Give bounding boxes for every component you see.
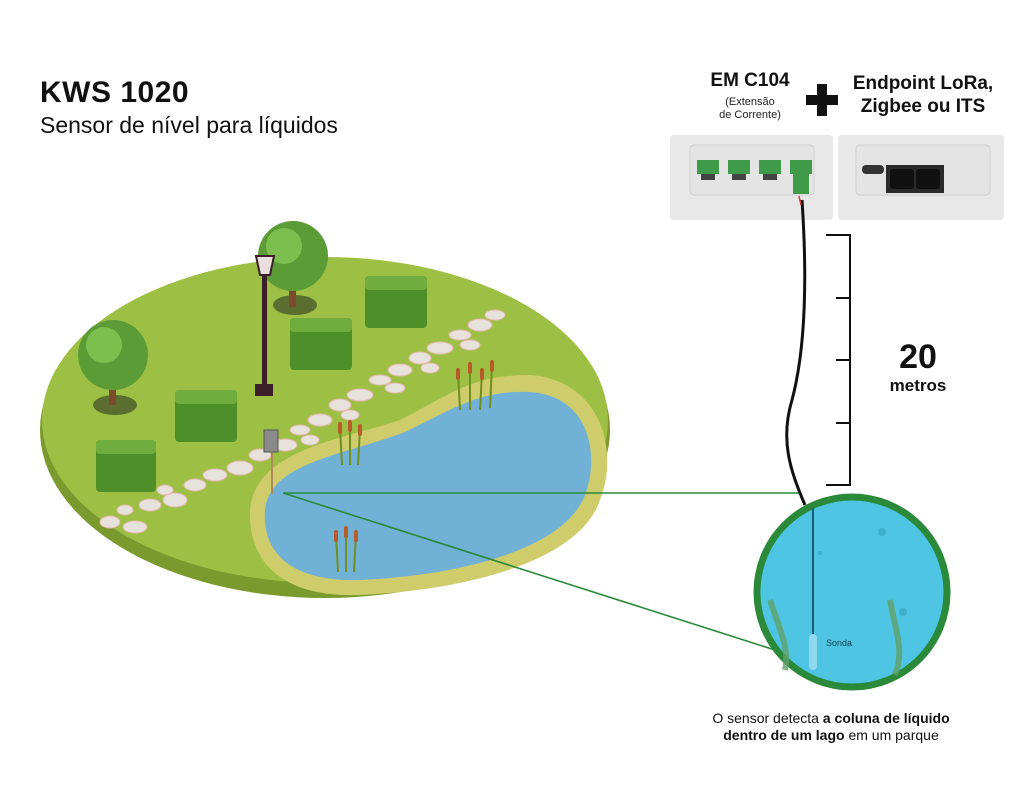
- extension-subtitle-line1: (Extensão: [725, 96, 775, 108]
- endpoint-device: [838, 135, 1004, 220]
- lamp-post: [254, 255, 276, 396]
- product-description: Sensor de nível para líquidos: [40, 112, 338, 138]
- measurement-value: 20: [899, 338, 937, 376]
- measure-bracket: [826, 234, 851, 486]
- caption-part1: O sensor detecta: [712, 710, 823, 726]
- endpoint-name-line2: Zigbee ou ITS: [860, 96, 986, 117]
- em-c104-device: [670, 135, 833, 220]
- caption-bold2: dentro de um lago: [723, 727, 845, 743]
- extension-device-name: EM C104: [710, 70, 790, 91]
- zoom-circle: [753, 493, 951, 691]
- endpoint-name-line1: Endpoint LoRa,: [852, 73, 994, 94]
- caption-part2: em um parque: [844, 727, 939, 743]
- product-title: KWS 1020: [40, 76, 190, 109]
- tree-center: [258, 221, 328, 315]
- cattail-heads: [334, 360, 494, 542]
- sensor-device: [263, 429, 279, 494]
- hedges: [96, 276, 427, 492]
- zoom-line-bottom: [282, 492, 776, 651]
- tree-left: [78, 320, 148, 415]
- caption: O sensor detecta a coluna de líquido den…: [676, 710, 986, 744]
- plus-icon: [806, 84, 838, 116]
- measurement-unit: metros: [889, 376, 947, 395]
- extension-subtitle-line2: de Corrente): [719, 109, 781, 121]
- endpoint-device-name: Endpoint LoRa, Zigbee ou ITS: [838, 72, 1008, 118]
- extension-device-subtitle: (Extensão de Corrente): [690, 96, 810, 122]
- caption-bold1: a coluna de líquido: [822, 710, 950, 726]
- probe-cable: [785, 199, 807, 506]
- stepping-stones: [99, 309, 506, 534]
- probe-label: Sonda: [826, 638, 853, 648]
